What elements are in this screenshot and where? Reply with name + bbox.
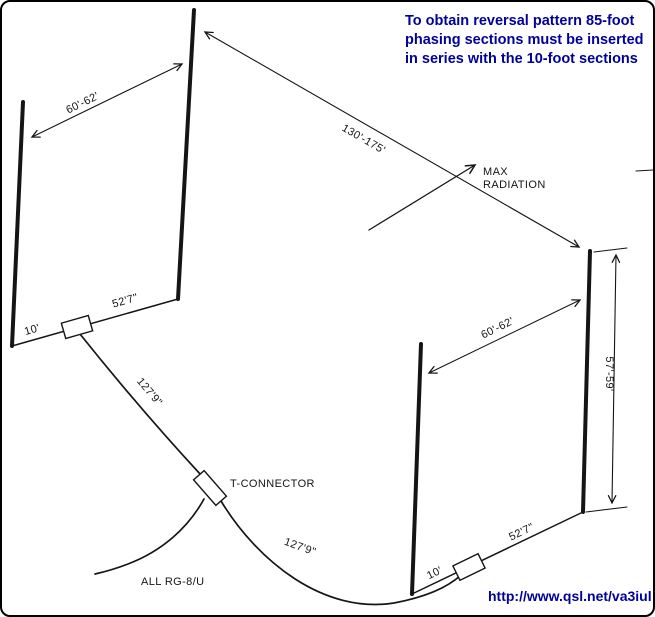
left-bay-bottom-wire xyxy=(11,298,179,347)
left-spacing-dimension xyxy=(30,63,184,138)
note-text: To obtain reversal pattern 85-foot phasi… xyxy=(405,12,653,69)
max-radiation-label-line1: MAX xyxy=(483,166,508,178)
feed-cables xyxy=(79,333,462,606)
left-phasing-label: 127'9" xyxy=(134,376,164,409)
separation-label: 130'-175' xyxy=(340,122,388,156)
left-stub-label: 10' xyxy=(23,322,41,338)
height-dimension xyxy=(607,253,621,505)
diagram-labels: 60'-62' 60'-62' 130'-175' MAX RADIATION … xyxy=(23,90,615,588)
right-phasing-label: 127'9" xyxy=(283,536,318,559)
max-radiation-arrow xyxy=(368,164,477,231)
coax-type-label: ALL RG-8/U xyxy=(141,576,205,588)
left-bay-right-element xyxy=(176,8,196,301)
left-phasing-line xyxy=(79,333,202,476)
scan-artifact-line xyxy=(635,169,653,172)
t-connector-label: T-CONNECTOR xyxy=(230,478,315,490)
connectors xyxy=(60,314,487,582)
site-url: http://www.qsl.net/va3iul xyxy=(488,588,652,604)
height-label: 57'-59' xyxy=(603,356,615,391)
t-connector-box xyxy=(192,469,228,507)
right-feed-point-box xyxy=(451,552,487,582)
height-extension-top xyxy=(593,247,628,253)
right-bottom-section-label: 52'7" xyxy=(507,521,536,543)
coax-feedline xyxy=(94,498,205,575)
note-line-2: phasing sections must be inserted xyxy=(405,32,644,48)
left-bay-left-element xyxy=(10,100,25,348)
max-radiation-label-line2: RADIATION xyxy=(483,179,546,191)
left-feed-point-box xyxy=(60,314,94,340)
right-bay-left-element xyxy=(410,342,423,596)
separation-dimension xyxy=(203,31,581,248)
left-bottom-section-label: 52'7" xyxy=(111,292,140,311)
right-spacing-dimension xyxy=(427,299,582,374)
right-phasing-line xyxy=(220,500,462,606)
note-line-1: To obtain reversal pattern 85-foot xyxy=(405,13,635,29)
height-extension-bottom xyxy=(585,506,628,513)
antenna-elements xyxy=(10,8,592,596)
right-bay-bottom-wire xyxy=(411,511,584,595)
dimension-lines xyxy=(30,31,653,513)
note-line-3: in series with the 10-foot sections xyxy=(405,51,638,67)
right-spacing-label: 60'-62' xyxy=(479,315,516,341)
right-bay-right-element xyxy=(581,249,592,514)
bottom-wires xyxy=(11,298,584,595)
